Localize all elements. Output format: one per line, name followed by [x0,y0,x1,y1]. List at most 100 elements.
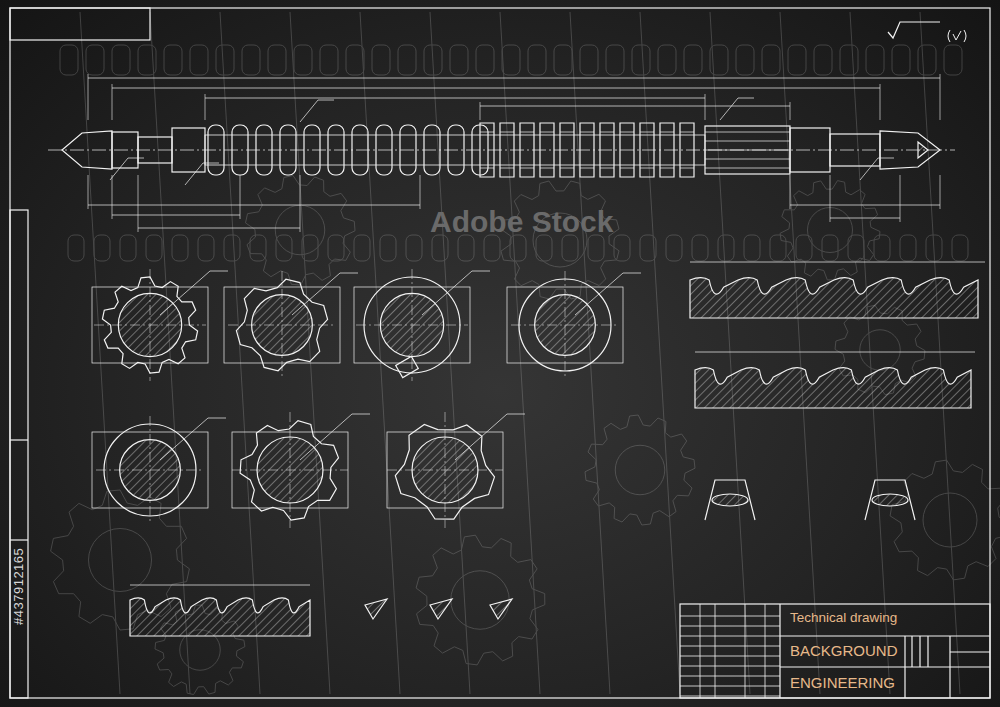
title-block-column [700,604,701,698]
background-shaft-lobe [892,45,910,75]
background-shaft-lobe [562,235,578,261]
tooth-profile-section [130,598,310,636]
background-shaft-lobe [216,45,234,75]
tooth-profile-section [695,368,971,408]
background-shaft-lobe [476,45,494,75]
background-shaft-lobe [952,235,968,261]
title-block-grid [680,604,780,698]
background-shaft-lobe [866,45,884,75]
extension-line [138,175,139,232]
background-line [500,12,540,694]
spline-line [705,141,790,142]
gear-tooth [640,123,654,177]
background-shaft-lobe [172,235,188,261]
dimension-line [112,215,240,216]
background-shaft-lobe [354,235,370,261]
background-shaft-lobe [68,235,84,261]
center-line [445,412,446,528]
tooth-profiles [130,262,985,636]
tooth-line [520,168,534,169]
tooth-line [560,168,574,169]
tooth-line [520,132,534,133]
title-text: BACKGROUND [790,643,898,660]
dimension-line [695,352,975,353]
tooth-line [660,168,674,169]
cross-sections [92,269,641,528]
gear-tooth [580,123,594,177]
leader-line [110,158,144,180]
shaft-step [112,132,138,168]
dimension-line [88,78,940,79]
tooth-profile-section [690,278,978,318]
cam-lobe [352,125,368,175]
center-line [565,271,566,379]
background-shaft-lobe [198,235,214,261]
title-block-column [715,604,716,698]
tooth-line [640,132,654,133]
background-line [710,12,750,694]
cutter-section [365,599,387,619]
background-shaft-lobe [164,45,182,75]
tooth-line [680,168,694,169]
section-gear-outline [240,421,338,520]
tooth-line [620,168,634,169]
extension-line [240,175,241,219]
background-shaft-lobe [744,235,760,261]
tooth-line [500,168,514,169]
center-line [150,416,151,524]
background-shaft-lobe [632,45,650,75]
corner-box [10,8,150,40]
extension-line [112,175,113,219]
background-shaft-lobe [684,45,702,75]
background-shaft-lobe [822,235,838,261]
shaft-step [138,137,172,163]
tooth-line [620,132,634,133]
center-cone [62,131,112,169]
background-shaft-lobe [848,235,864,261]
extension-line [205,94,206,120]
cam-lobe [280,125,296,175]
tooth-line [680,132,694,133]
shaft-step [790,128,830,172]
cutter-section [430,599,452,619]
tooth-line [540,168,554,169]
cutter-section [490,599,512,619]
dimension-line [790,205,940,206]
margin-divider [10,539,28,540]
tooth-detail-section [712,494,748,506]
background-shaft-lobe [840,45,858,75]
background-shaft-lobe [224,235,240,261]
center-cone [880,131,940,169]
dimension-line [830,218,900,219]
leader-line [300,100,334,122]
background-shaft-lobe [484,235,500,261]
cam-lobe [424,125,440,175]
background-shaft-lobe [328,235,344,261]
tooth-line [600,168,614,169]
background-shaft-lobe [536,235,552,261]
background-gear [246,176,356,286]
cam-lobe [328,125,344,175]
leader-line [575,273,641,315]
watermark: Adobe Stock [430,205,613,238]
background-shaft-lobe [918,45,936,75]
center-hole [918,142,928,158]
cam-lobe [376,125,392,175]
extension-line [790,102,791,120]
leader-line [292,273,358,315]
drawing-lines [10,8,990,698]
background-line [640,12,680,694]
background-shaft-lobe [398,45,416,75]
dimension-line [130,585,310,586]
background-gears [51,12,1000,695]
margin-divider [10,439,28,440]
tooth-line [480,168,494,169]
gear-tooth [600,123,614,177]
background-shaft-lobe [554,45,572,75]
background-shaft-lobe [510,235,526,261]
background-shaft-lobe [796,235,812,261]
cam-lobe [256,125,272,175]
tooth-line [660,132,674,133]
tooth-line [560,132,574,133]
title-text: Technical drawing [790,611,897,626]
